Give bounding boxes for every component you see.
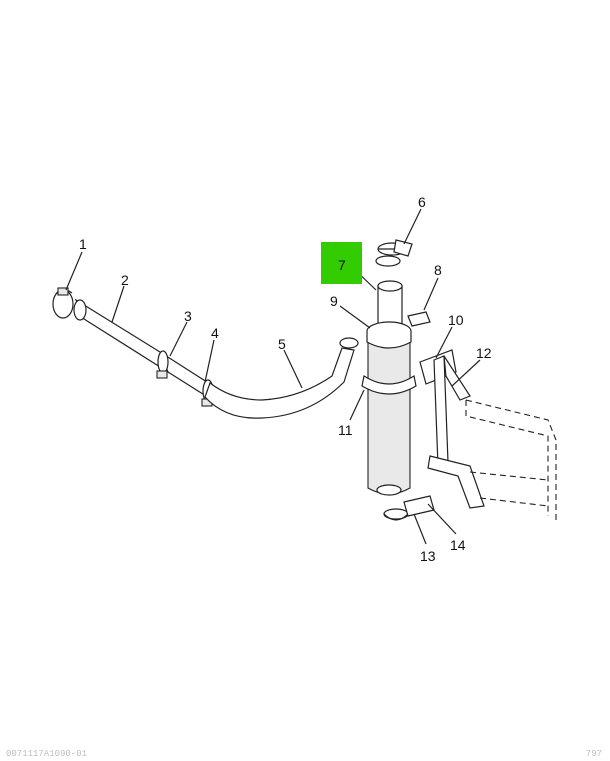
callout-labels: 1 2 3 4 5 6 7 8 9 10 11 12 13 14 <box>79 194 492 564</box>
callout-5[interactable]: 5 <box>278 336 286 352</box>
highlight-box-7 <box>321 242 362 284</box>
footer-right-code: 797 <box>585 749 602 759</box>
callout-7[interactable]: 7 <box>338 257 346 273</box>
callout-8[interactable]: 8 <box>434 262 442 278</box>
callout-11[interactable]: 11 <box>338 422 353 438</box>
footer-left-code: 0071117A1090-01 <box>6 749 88 759</box>
callout-3[interactable]: 3 <box>184 308 192 324</box>
part-mount-bracket-12[interactable] <box>427 355 485 509</box>
part-clamp-1[interactable] <box>52 287 74 319</box>
callout-1[interactable]: 1 <box>79 236 87 252</box>
part-bracket-8[interactable] <box>407 311 431 327</box>
frame-rail <box>465 399 557 520</box>
callout-4[interactable]: 4 <box>211 325 219 341</box>
callout-14[interactable]: 14 <box>450 537 466 553</box>
callout-2[interactable]: 2 <box>121 272 129 288</box>
callout-9[interactable]: 9 <box>330 293 338 309</box>
part-clamp-3[interactable] <box>156 350 169 379</box>
part-muffler-9[interactable] <box>366 321 412 496</box>
leader-lines <box>65 208 481 545</box>
part-rain-cap-6[interactable] <box>375 239 413 267</box>
callout-12[interactable]: 12 <box>476 345 492 361</box>
part-clamp-13[interactable] <box>383 508 409 521</box>
part-muffler-band-11[interactable] <box>361 375 417 395</box>
callout-10[interactable]: 10 <box>448 312 464 328</box>
callout-13[interactable]: 13 <box>420 548 436 564</box>
part-pipe-2[interactable] <box>73 298 211 397</box>
part-stack-pipe-7[interactable] <box>377 280 403 325</box>
callout-6[interactable]: 6 <box>418 194 426 210</box>
part-bent-pipe-5[interactable] <box>204 337 359 419</box>
